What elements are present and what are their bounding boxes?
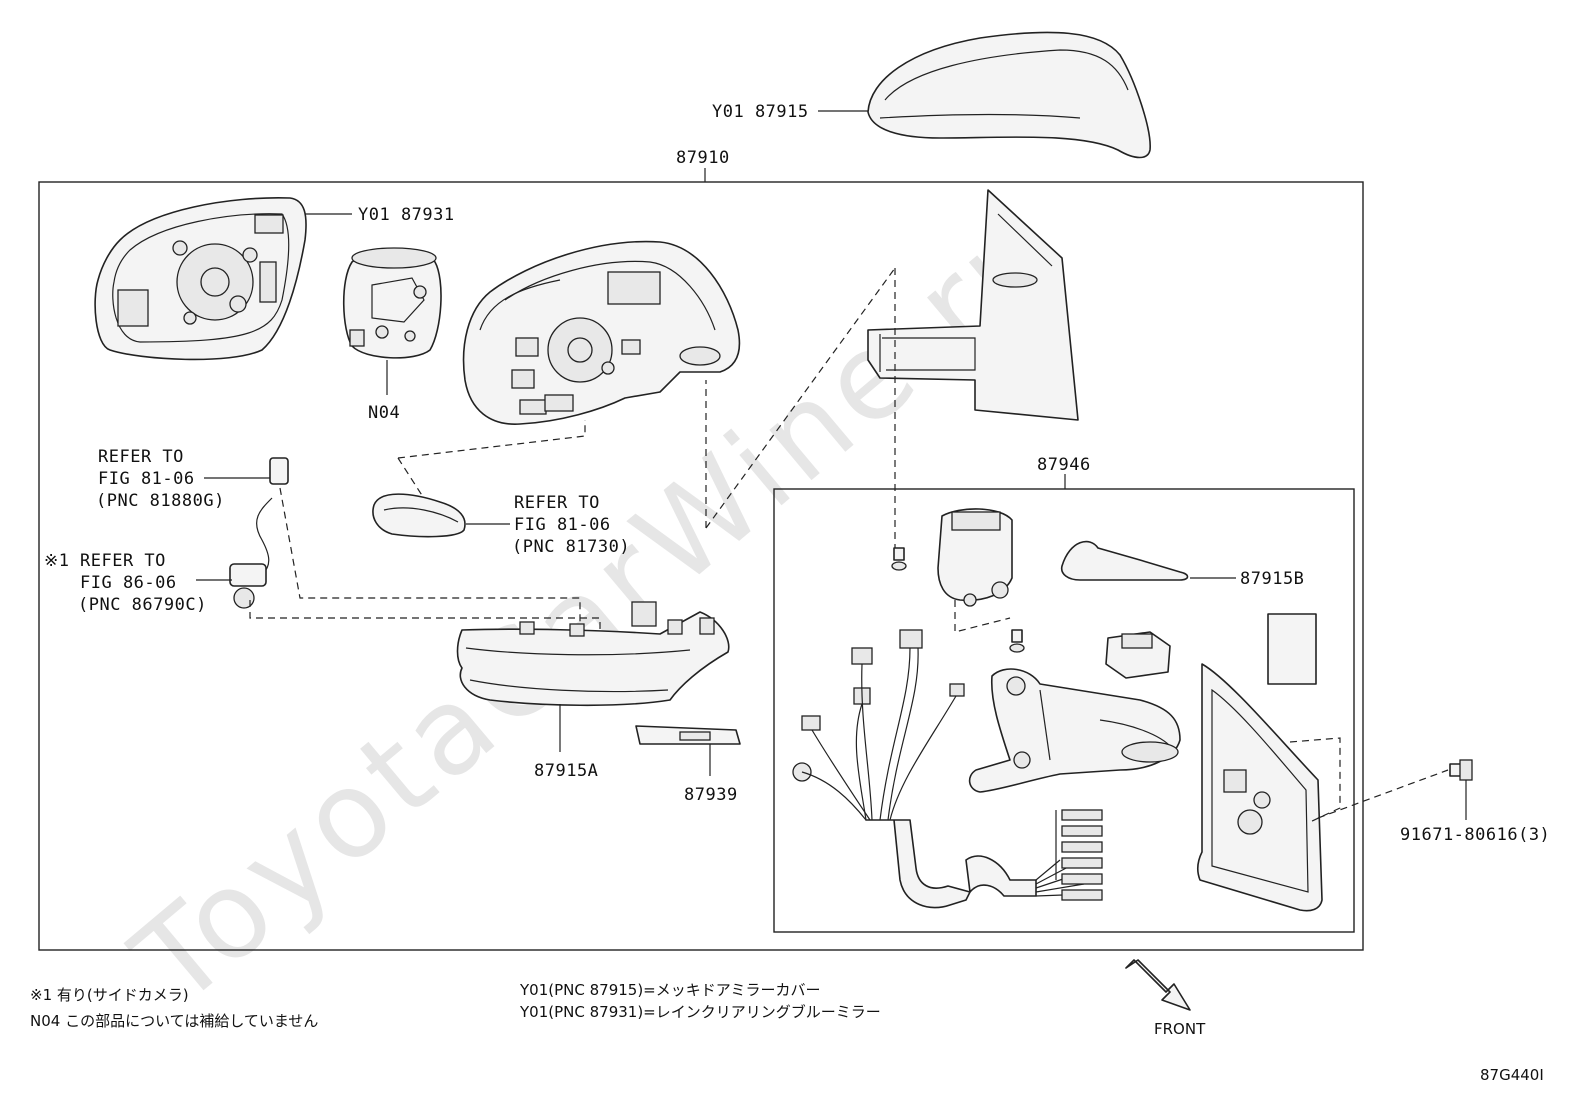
turn-signal-lamp	[372, 493, 466, 538]
footnote-center-2: Y01(PNC 87931)=レインクリアリングブルーミラー	[519, 1003, 881, 1021]
assembly-line-housing-bracket	[705, 267, 896, 529]
label-87939: 87939	[684, 785, 738, 805]
mirror-glass-87931	[94, 197, 307, 361]
footnote-left-2: N04 この部品については補給していません	[30, 1012, 318, 1030]
label-87910: 87910	[676, 148, 730, 168]
mirror-housing	[462, 240, 741, 425]
label-refer-86790c-line3: (PNC 86790C)	[78, 595, 207, 615]
mounting-plate	[1197, 663, 1323, 912]
bolt-91671	[1449, 759, 1473, 781]
connector-block	[1105, 631, 1171, 679]
label-n04: N04	[368, 403, 400, 423]
mirror-base-bracket	[867, 189, 1079, 421]
fold-bracket	[968, 668, 1181, 793]
figure-id: 87G440I	[1480, 1066, 1544, 1084]
footnote-left-1: ※1 有り(サイドカメラ)	[30, 986, 189, 1004]
bulb-socket	[269, 457, 289, 485]
label-refer-81880g-line3: (PNC 81880G)	[96, 491, 225, 511]
label-87915b: 87915B	[1240, 569, 1304, 589]
front-arrow-icon	[1125, 959, 1191, 1011]
retractor-motor	[937, 508, 1013, 607]
screw-small-a	[891, 547, 907, 571]
label-refer-86790c-line2: FIG 86-06	[80, 573, 177, 593]
label-y01-87931: Y01 87931	[358, 205, 455, 225]
side-camera	[229, 497, 273, 609]
seal-strip-87939	[635, 725, 741, 745]
mirror-cover-87915	[867, 31, 1151, 159]
assembly-box-87910	[38, 181, 1364, 951]
wire-harness	[792, 629, 1103, 909]
label-refer-81730-line3: (PNC 81730)	[512, 537, 630, 557]
label-refer-86790c-mark: ※1	[44, 551, 69, 571]
front-label: FRONT	[1154, 1020, 1206, 1038]
mirror-lower-cover-87915a	[456, 601, 730, 707]
label-refer-81880g-line1: REFER TO	[98, 447, 184, 467]
label-91671-80616: 91671-80616(3)	[1400, 825, 1550, 845]
trim-87915b	[1060, 540, 1189, 581]
footnote-center-1: Y01(PNC 87915)=メッキドアミラーカバー	[519, 981, 820, 999]
label-y01-87915: Y01 87915	[712, 102, 809, 122]
label-refer-86790c-line1: REFER TO	[80, 551, 166, 571]
pad-sheet	[1267, 613, 1317, 685]
label-refer-81730-line2: FIG 81-06	[514, 515, 611, 535]
assembly-box-87946	[773, 488, 1355, 933]
label-87915a: 87915A	[534, 761, 598, 781]
screw-small-b	[1009, 629, 1025, 653]
label-87946: 87946	[1037, 455, 1091, 475]
mirror-actuator-n04	[342, 247, 442, 359]
label-refer-81730-line1: REFER TO	[514, 493, 600, 513]
label-refer-81880g-line2: FIG 81-06	[98, 469, 195, 489]
